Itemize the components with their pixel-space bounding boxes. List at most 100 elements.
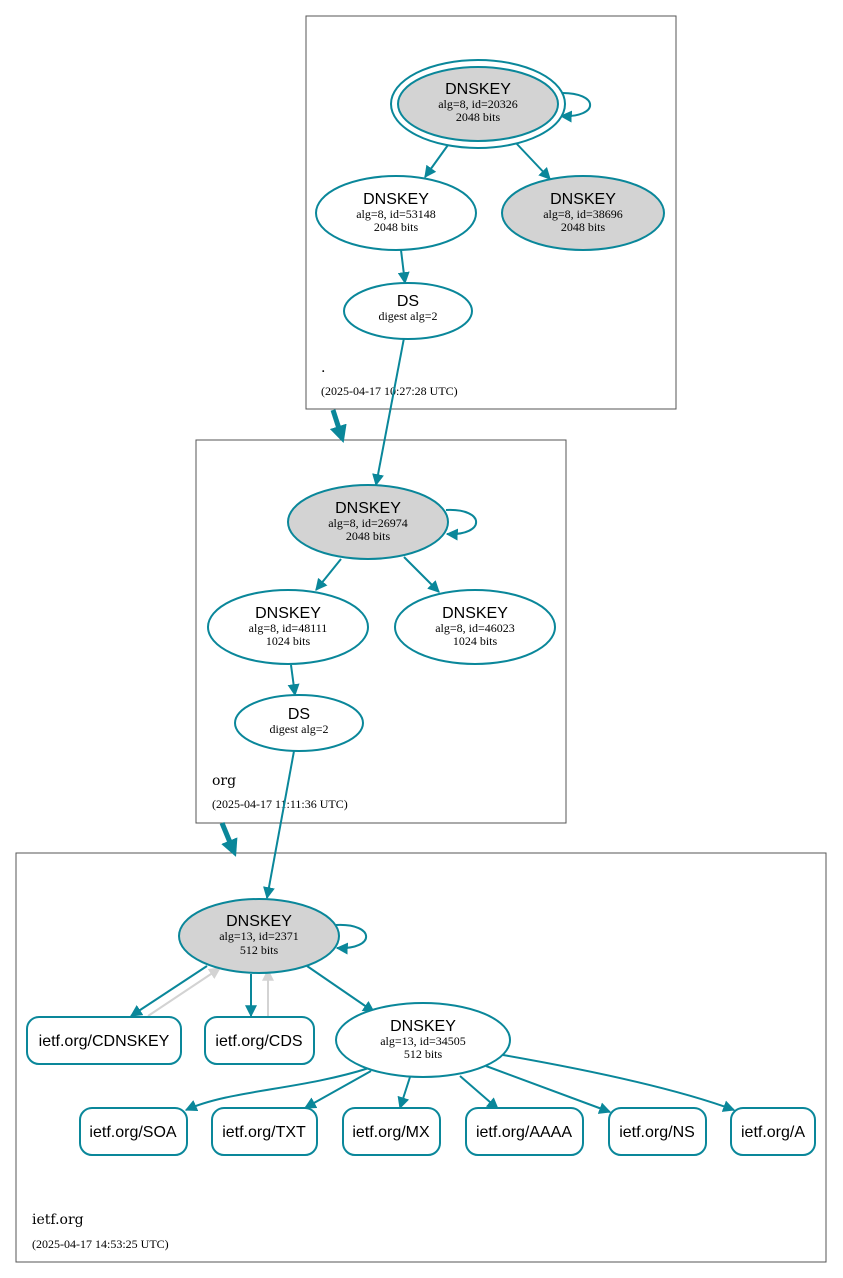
edge-root-ksk-self [559,91,591,123]
edge-org-ds-ietf-ksk [263,750,295,900]
edge-org-ksk-zsk1 [315,558,342,591]
node-root-k2[interactable]: DNSKEY alg=8, id=38696 2048 bits [501,175,665,251]
node-key-info: alg=8, id=26974 [328,516,408,530]
rr-label: ietf.org/TXT [222,1124,306,1141]
node-shape [287,484,449,560]
node-rr-a[interactable]: ietf.org/A [730,1107,816,1156]
edge-zsk-soa [184,1067,370,1112]
node-org-zsk2[interactable]: DNSKEY alg=8, id=46023 1024 bits [394,589,556,665]
node-title: DNSKEY [445,81,511,98]
node-org-ds[interactable]: DS digest alg=2 [343,282,473,340]
edge-org-zsk1-ds [287,664,300,697]
node-digest-info: digest alg=2 [378,309,437,323]
edge-org-to-ietf-delegation [219,822,238,857]
node-rr-aaaa[interactable]: ietf.org/AAAA [465,1107,584,1156]
node-title: DNSKEY [335,500,401,517]
edge-zsk-mx [397,1076,411,1110]
node-shape [204,1016,315,1065]
zone-org-timestamp: (2025-04-17 11:11:36 UTC) [212,797,348,811]
node-key-info: alg=13, id=2371 [219,929,299,943]
edge-cdnskey-ietf-ksk-grey [147,967,221,1017]
node-key-size: 1024 bits [266,634,311,648]
edge-org-ksk-self [445,508,477,541]
rr-label: ietf.org/NS [619,1124,695,1141]
node-key-info: alg=13, id=34505 [380,1034,466,1048]
node-shape [342,1107,441,1156]
node-org-zsk1[interactable]: DNSKEY alg=8, id=48111 1024 bits [207,589,369,665]
rr-label: ietf.org/A [741,1124,805,1141]
node-key-size: 2048 bits [346,529,391,543]
rr-label: ietf.org/AAAA [476,1124,572,1141]
node-title: DNSKEY [226,913,292,930]
node-shape [315,175,477,251]
zone-root-name: . [321,360,325,376]
node-title: DNSKEY [442,605,508,622]
node-ietf-ds[interactable]: DS digest alg=2 [234,694,364,752]
node-shape [608,1107,707,1156]
node-shape [501,175,665,251]
node-title: DNSKEY [550,191,616,208]
node-root-zsk[interactable]: DNSKEY alg=8, id=53148 2048 bits [315,175,477,251]
node-rr-mx[interactable]: ietf.org/MX [342,1107,441,1156]
node-rr-cds[interactable]: ietf.org/CDS [204,1016,315,1065]
zone-ietf-timestamp: (2025-04-17 14:53:25 UTC) [32,1237,169,1251]
node-shape [335,1002,511,1078]
node-rr-ns[interactable]: ietf.org/NS [608,1107,707,1156]
rr-label: ietf.org/CDS [215,1033,302,1050]
node-key-size: 1024 bits [453,634,498,648]
node-key-size: 2048 bits [374,220,419,234]
node-title: DNSKEY [255,605,321,622]
edge-zsk-a [502,1054,736,1112]
edge-ietf-ksk-cdnskey [129,965,208,1017]
node-shape [730,1107,816,1156]
node-shape [397,66,559,142]
rr-label: ietf.org/SOA [89,1124,176,1141]
node-key-size: 2048 bits [561,220,606,234]
edge-zsk-ns [485,1065,612,1114]
node-root-ksk[interactable]: DNSKEY alg=8, id=20326 2048 bits [390,59,566,149]
zone-org-name: org [212,773,236,789]
node-shape [178,898,340,974]
node-rr-txt[interactable]: ietf.org/TXT [211,1107,318,1156]
edge-root-ksk-zsk [424,144,449,178]
node-key-info: alg=8, id=53148 [356,207,436,221]
node-shape [343,282,473,340]
rr-label: ietf.org/MX [352,1124,430,1141]
node-rr-cdnskey[interactable]: ietf.org/CDNSKEY [26,1016,182,1065]
node-key-info: alg=8, id=38696 [543,207,623,221]
node-key-size: 512 bits [240,943,279,957]
node-digest-info: digest alg=2 [269,722,328,736]
edge-root-to-org-delegation [329,409,347,443]
node-title: DS [288,706,310,723]
node-shape [465,1107,584,1156]
edge-zsk-aaaa [459,1075,499,1110]
zone-root-timestamp: (2025-04-17 10:27:28 UTC) [321,384,458,398]
edge-root-zsk-ds [397,249,410,285]
node-rr-soa[interactable]: ietf.org/SOA [79,1107,188,1156]
node-title: DNSKEY [390,1018,456,1035]
node-shape [26,1016,182,1065]
node-shape [234,694,364,752]
node-title: DNSKEY [363,191,429,208]
edge-root-ds-org-ksk [372,337,405,487]
node-ietf-ksk[interactable]: DNSKEY alg=13, id=2371 512 bits [178,898,340,974]
node-org-ksk[interactable]: DNSKEY alg=8, id=26974 2048 bits [287,484,449,560]
node-shape [394,589,556,665]
edge-root-ksk-k2 [515,142,551,180]
zone-ietf-name: ietf.org [32,1212,84,1228]
node-shape [211,1107,318,1156]
edges [129,91,736,1114]
edge-ietf-ksk-zsk [306,965,375,1013]
edge-org-ksk-zsk2 [403,556,440,593]
node-title: DS [397,293,419,310]
node-shape [207,589,369,665]
edge-zsk-txt [303,1070,372,1109]
edge-ietf-ksk-self [335,923,367,955]
node-key-info: alg=8, id=20326 [438,97,518,111]
node-shape [79,1107,188,1156]
rr-label: ietf.org/CDNSKEY [39,1033,170,1050]
node-key-info: alg=8, id=48111 [249,621,328,635]
node-ietf-zsk[interactable]: DNSKEY alg=13, id=34505 512 bits [335,1002,511,1078]
node-key-size: 2048 bits [456,110,501,124]
